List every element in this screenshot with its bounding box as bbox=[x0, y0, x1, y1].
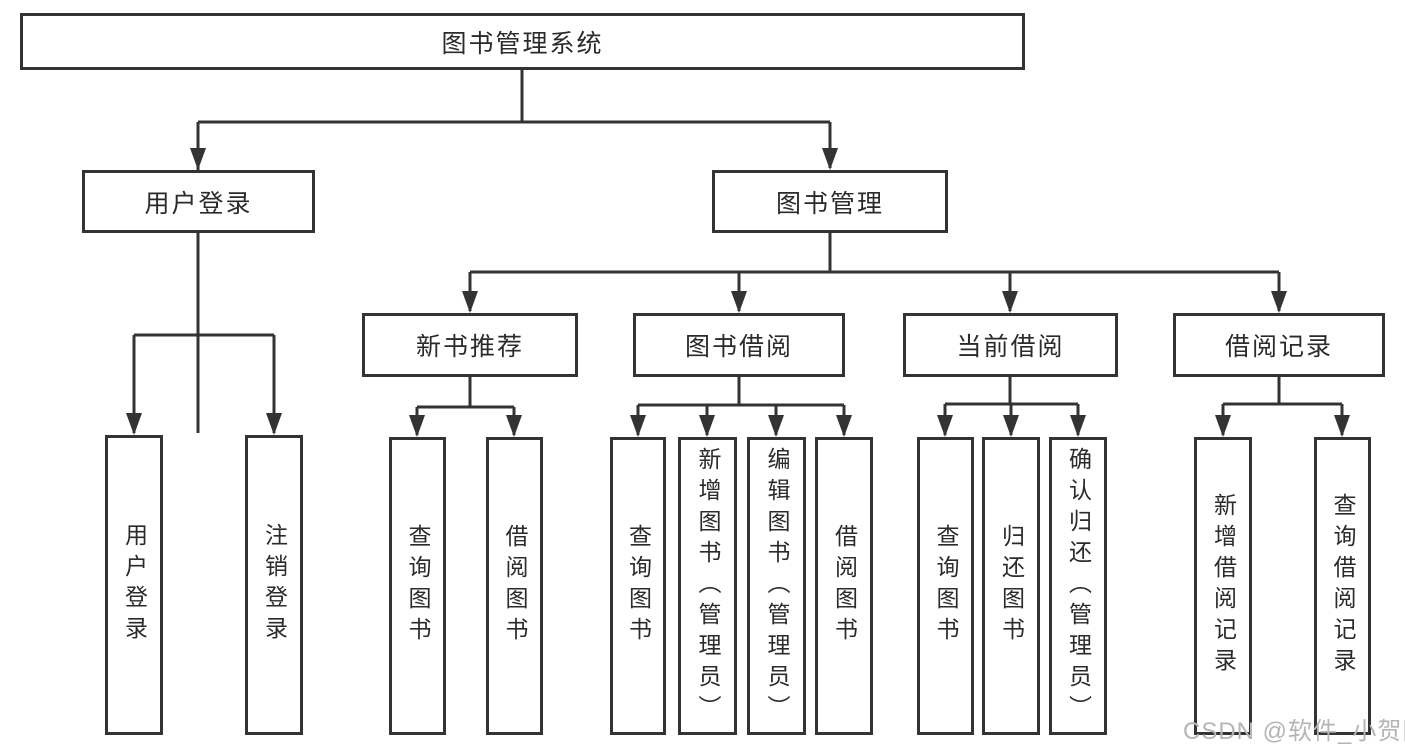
leaf-br-add-record: 新增借阅记录 bbox=[1194, 437, 1252, 735]
leaf-bb-edit-books-admin: 编辑图书（管理员） bbox=[747, 437, 806, 735]
leaf-label: 确认归还（管理员） bbox=[1065, 446, 1092, 726]
connector-user-login bbox=[132, 233, 276, 433]
arrow-icon bbox=[1070, 415, 1086, 437]
arrow-icon bbox=[699, 415, 715, 437]
leaf-label: 归还图书 bbox=[998, 524, 1025, 648]
node-book-management-label: 图书管理 bbox=[775, 189, 884, 218]
arrow-icon bbox=[1271, 291, 1287, 313]
node-current-borrow-label: 当前借阅 bbox=[956, 333, 1065, 361]
arrow-icon bbox=[266, 413, 282, 435]
leaf-label: 新增图书（管理员） bbox=[695, 446, 721, 726]
connector-new-book-rec bbox=[415, 377, 516, 435]
leaf-label: 新增借阅记录 bbox=[1210, 493, 1237, 679]
node-borrow-record: 借阅记录 bbox=[1173, 313, 1385, 377]
csdn-watermark: CSDN @软件_小贺同学 bbox=[1183, 718, 1405, 745]
arrow-icon bbox=[126, 413, 142, 435]
arrow-icon bbox=[822, 148, 838, 170]
arrow-icon bbox=[630, 415, 646, 437]
node-root-label: 图书管理系统 bbox=[441, 29, 604, 58]
leaf-label: 编辑图书（管理员） bbox=[764, 446, 790, 726]
arrow-icon bbox=[1003, 415, 1019, 437]
leaf-rec-borrow-books: 借阅图书 bbox=[486, 437, 543, 735]
connector-book-mgmt bbox=[468, 233, 1281, 311]
leaf-bb-query-books: 查询图书 bbox=[610, 437, 666, 735]
leaf-cb-confirm-return-admin: 确认归还（管理员） bbox=[1049, 437, 1107, 735]
leaf-bb-add-books-admin: 新增图书（管理员） bbox=[678, 437, 737, 735]
node-current-borrow: 当前借阅 bbox=[903, 313, 1118, 377]
node-book-management: 图书管理 bbox=[712, 170, 948, 233]
connector-borrow-record bbox=[1221, 377, 1344, 435]
arrow-icon bbox=[836, 415, 852, 437]
arrow-icon bbox=[731, 291, 747, 313]
node-user-login-label: 用户登录 bbox=[144, 189, 253, 218]
node-book-borrow-label: 图书借阅 bbox=[684, 333, 793, 361]
arrow-icon bbox=[506, 415, 522, 437]
connector-root bbox=[196, 70, 832, 433]
leaf-label: 查询借阅记录 bbox=[1330, 493, 1356, 679]
node-root: 图书管理系统 bbox=[20, 13, 1025, 70]
arrow-icon bbox=[768, 415, 784, 437]
leaf-logout: 注销登录 bbox=[245, 435, 303, 735]
leaf-label: 借阅图书 bbox=[502, 524, 528, 648]
leaf-label: 查询图书 bbox=[625, 524, 652, 648]
arrow-icon bbox=[190, 148, 206, 170]
leaf-label: 查询图书 bbox=[405, 524, 431, 648]
node-new-book-recommend: 新书推荐 bbox=[362, 313, 578, 377]
connector-book-borrow bbox=[636, 377, 846, 435]
leaf-user-login: 用户登录 bbox=[105, 435, 163, 735]
leaf-cb-return-books: 归还图书 bbox=[982, 437, 1040, 735]
leaf-label: 注销登录 bbox=[261, 523, 288, 647]
leaf-br-query-record: 查询借阅记录 bbox=[1314, 437, 1371, 735]
leaf-label: 借阅图书 bbox=[831, 524, 858, 648]
node-user-login: 用户登录 bbox=[82, 170, 315, 233]
arrow-icon bbox=[409, 415, 425, 437]
arrow-icon bbox=[1002, 291, 1018, 313]
node-new-book-recommend-label: 新书推荐 bbox=[415, 333, 524, 361]
arrow-icon bbox=[1334, 415, 1350, 437]
leaf-cb-query-books: 查询图书 bbox=[917, 437, 974, 735]
leaf-rec-query-books: 查询图书 bbox=[389, 437, 446, 735]
arrow-icon bbox=[462, 291, 478, 313]
node-book-borrow: 图书借阅 bbox=[633, 313, 845, 377]
arrow-icon bbox=[937, 415, 953, 437]
leaf-bb-borrow-books: 借阅图书 bbox=[815, 437, 873, 735]
leaf-label: 查询图书 bbox=[933, 524, 959, 648]
arrowheads bbox=[126, 148, 1350, 437]
arrow-icon bbox=[1215, 415, 1231, 437]
node-borrow-record-label: 借阅记录 bbox=[1224, 333, 1333, 361]
leaf-label: 用户登录 bbox=[121, 523, 148, 647]
